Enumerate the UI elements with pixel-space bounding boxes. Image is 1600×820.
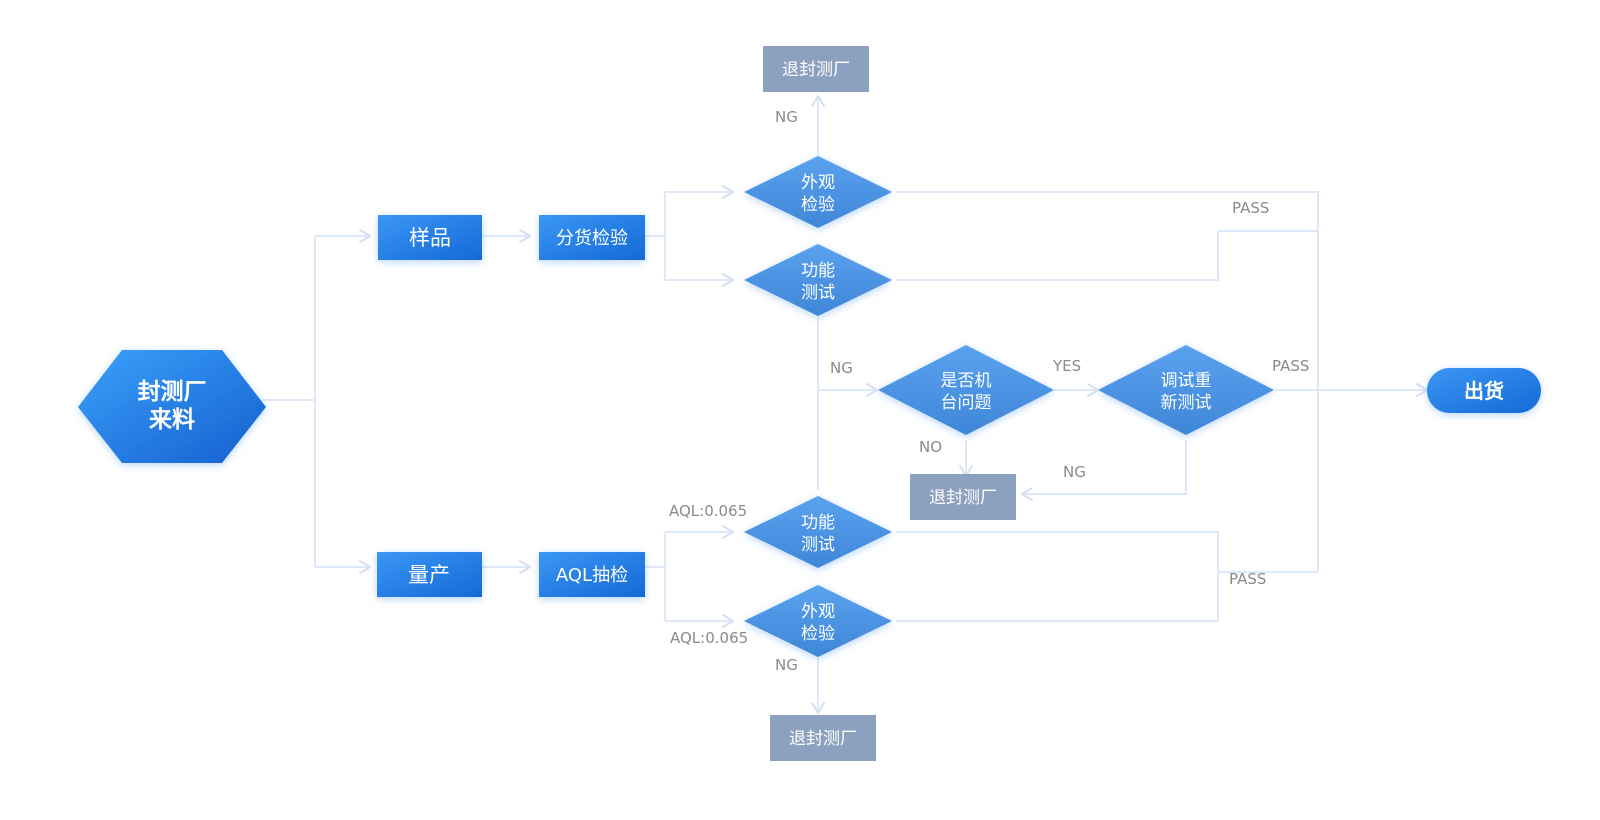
bottom-visual-line2: 检验 xyxy=(801,624,835,644)
node-mass-production: 量产 xyxy=(377,552,482,597)
top-visual-line2: 检验 xyxy=(801,195,835,215)
label-pass-bottom: PASS xyxy=(1229,570,1266,588)
mass-production-label: 量产 xyxy=(408,563,450,587)
label-ng-mid: NG xyxy=(830,359,853,377)
node-return-mid: 退封测厂 xyxy=(910,474,1016,520)
node-bottom-function: 功能 测试 xyxy=(744,496,892,568)
return-mid-box xyxy=(910,474,1016,520)
machine-issue-line1: 是否机 xyxy=(941,371,992,391)
node-return-top: 退封测厂 xyxy=(763,46,869,92)
machine-issue-diamond xyxy=(878,345,1054,435)
node-debug-retest: 调试重 新测试 xyxy=(1098,345,1274,435)
sample-box xyxy=(378,215,482,260)
return-bottom-box xyxy=(770,715,876,761)
bottom-visual-line1: 外观 xyxy=(801,602,835,622)
arrow-head-bottom-visual xyxy=(722,614,734,628)
top-visual-diamond xyxy=(744,156,892,228)
node-sort-inspect: 分货检验 xyxy=(539,215,645,260)
arrow-head-sort xyxy=(519,229,531,243)
debug-retest-line2: 新测试 xyxy=(1161,393,1212,413)
label-aql-top: AQL:0.065 xyxy=(669,502,747,520)
label-ng-top: NG xyxy=(775,108,798,126)
machine-issue-line2: 台问题 xyxy=(941,393,992,413)
label-ng-retest: NG xyxy=(1063,463,1086,481)
return-bottom-label: 退封测厂 xyxy=(789,729,857,749)
debug-retest-line1: 调试重 xyxy=(1161,371,1212,391)
top-visual-line1: 外观 xyxy=(801,173,835,193)
node-top-visual: 外观 检验 xyxy=(744,156,892,228)
bottom-visual-diamond xyxy=(744,585,892,657)
label-pass-mid: PASS xyxy=(1272,357,1309,375)
connector-bottom-pass xyxy=(896,531,1219,622)
arrow-head-return-bottom xyxy=(811,702,825,714)
node-aql-sampling: AQL抽检 xyxy=(539,552,645,597)
connectors xyxy=(262,95,1428,714)
sample-label: 样品 xyxy=(409,226,451,250)
return-mid-label: 退封测厂 xyxy=(929,488,997,508)
start-label-line2: 来料 xyxy=(149,407,195,433)
bottom-function-diamond xyxy=(744,496,892,568)
node-sample: 样品 xyxy=(378,215,482,260)
debug-retest-diamond xyxy=(1098,345,1274,435)
start-hexagon xyxy=(78,350,266,463)
node-machine-issue: 是否机 台问题 xyxy=(878,345,1054,435)
arrow-head-retest-ng xyxy=(1021,487,1033,501)
node-return-bottom: 退封测厂 xyxy=(770,715,876,761)
bottom-function-line2: 测试 xyxy=(801,535,835,555)
sort-inspect-label: 分货检验 xyxy=(556,228,628,249)
aql-sampling-label: AQL抽检 xyxy=(556,565,628,586)
mass-production-box xyxy=(377,552,482,597)
connector-top-visual-pass xyxy=(896,191,1319,572)
arrow-head-top-visual xyxy=(722,185,734,199)
top-function-diamond xyxy=(744,244,892,316)
arrow-head-top-function xyxy=(722,273,734,287)
edge-labels: NG PASS NG YES PASS NO NG AQL:0.065 PASS… xyxy=(669,108,1309,674)
connector-top-function-pass xyxy=(896,231,1219,281)
arrow-head-mass-production xyxy=(359,560,371,574)
top-function-line1: 功能 xyxy=(801,261,835,281)
arrow-head-ship xyxy=(1416,383,1428,397)
node-bottom-visual: 外观 检验 xyxy=(744,585,892,657)
arrow-head-bottom-function xyxy=(722,525,734,539)
connector-retest-ng xyxy=(1022,440,1187,495)
arrow-head-machine-issue xyxy=(866,383,878,397)
node-start: 封测厂 来料 xyxy=(78,350,266,463)
label-no: NO xyxy=(919,438,942,456)
ship-pill xyxy=(1427,368,1541,413)
label-aql-bottom: AQL:0.065 xyxy=(670,629,748,647)
return-top-label: 退封测厂 xyxy=(782,60,850,80)
label-ng-bottom: NG xyxy=(775,656,798,674)
label-pass-top: PASS xyxy=(1232,199,1269,217)
label-yes: YES xyxy=(1052,357,1081,375)
arrow-head-return-top xyxy=(811,95,825,107)
node-top-function: 功能 测试 xyxy=(744,244,892,316)
bottom-function-line1: 功能 xyxy=(801,513,835,533)
arrow-head-sample xyxy=(359,229,371,243)
sort-inspect-box xyxy=(539,215,645,260)
start-label-line1: 封测厂 xyxy=(138,379,207,405)
ship-label: 出货 xyxy=(1464,379,1504,403)
return-top-box xyxy=(763,46,869,92)
node-ship: 出货 xyxy=(1427,368,1541,413)
aql-sampling-box xyxy=(539,552,645,597)
arrow-head-aql xyxy=(519,560,531,574)
top-function-line2: 测试 xyxy=(801,283,835,303)
